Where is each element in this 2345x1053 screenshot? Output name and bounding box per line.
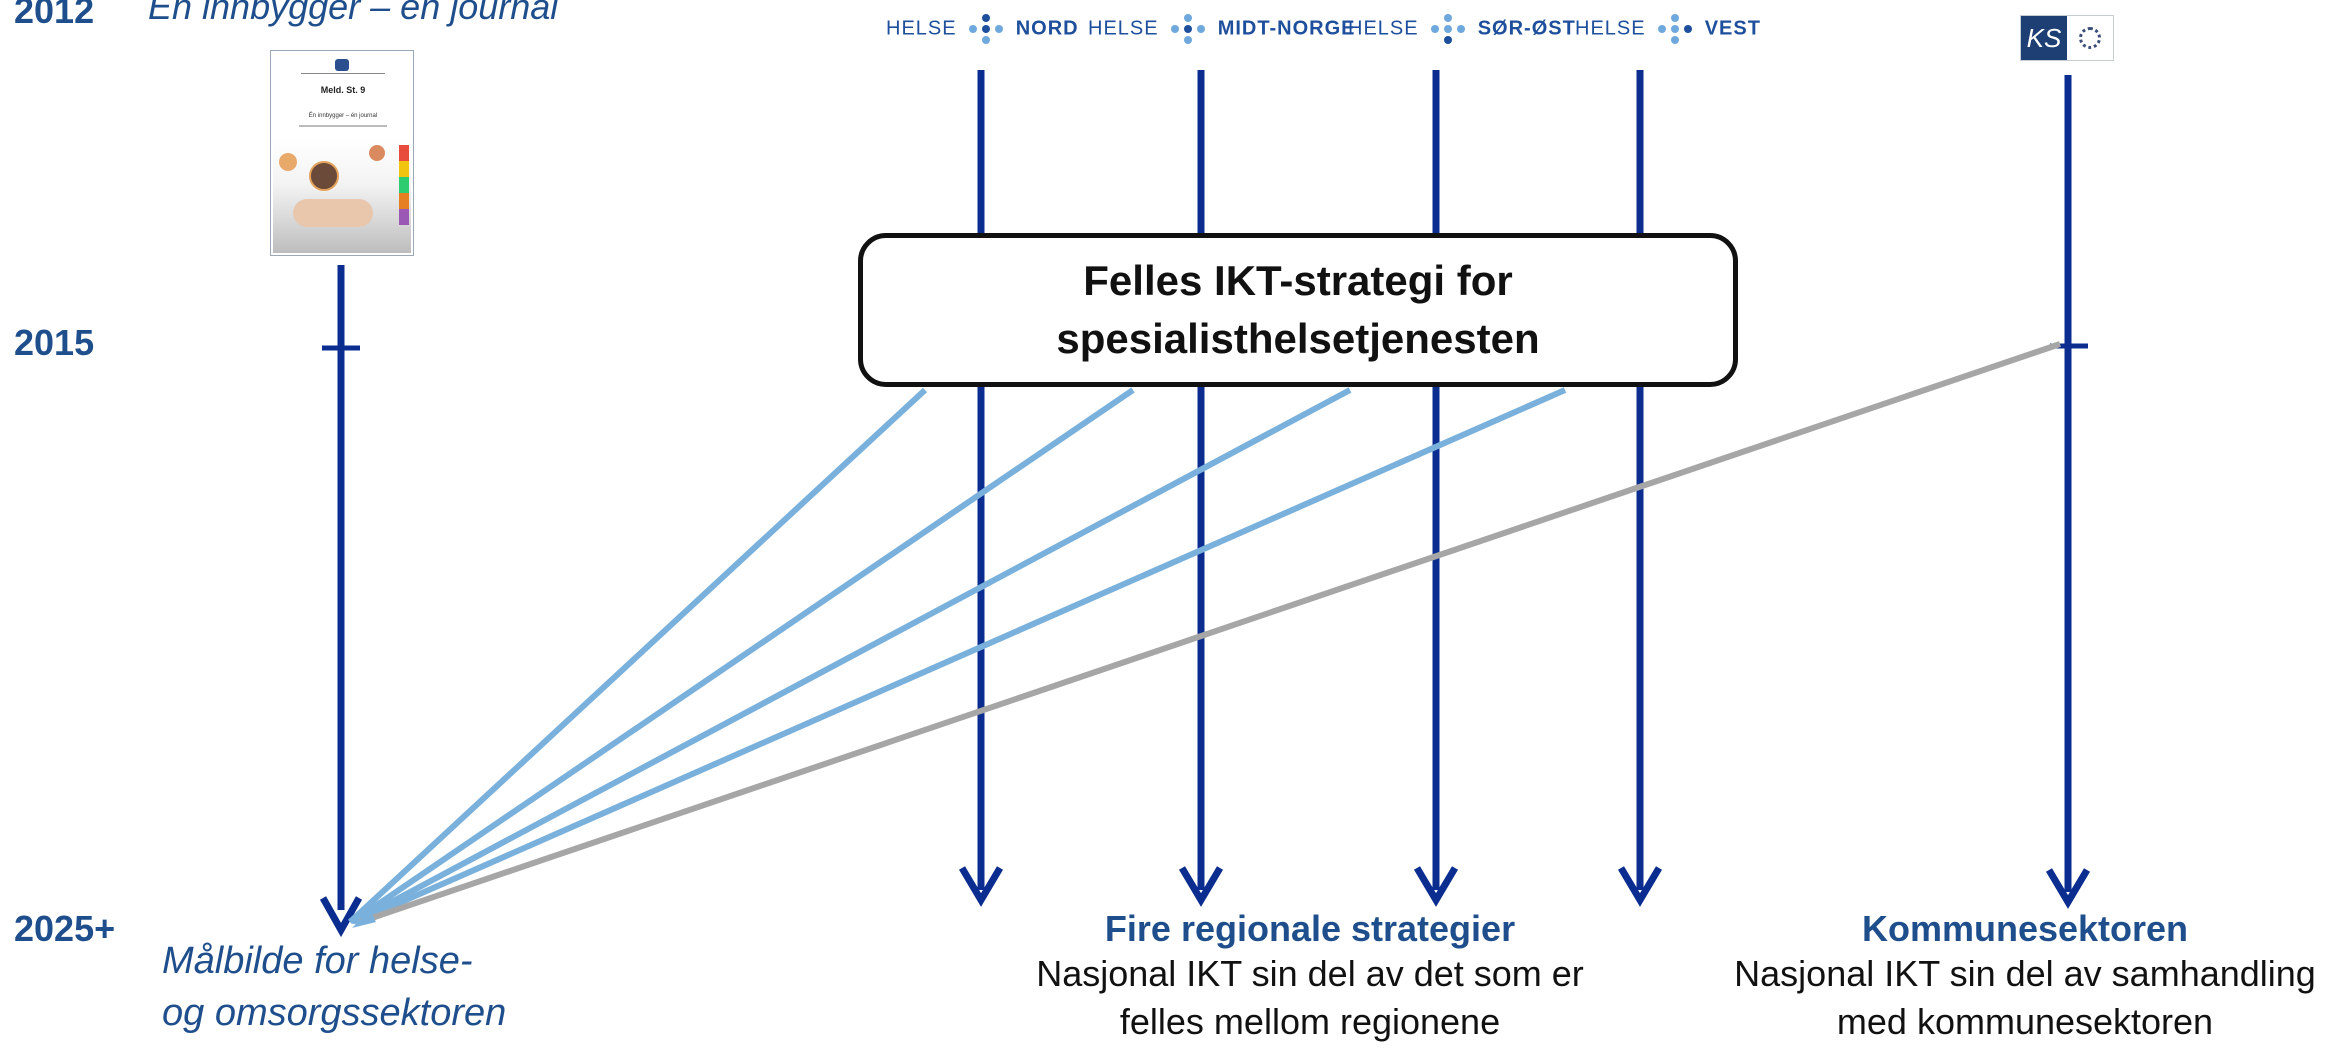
municipal-caption-line2: med kommunesektoren — [1836, 1001, 2214, 1042]
strategy-box-line1: Felles IKT-strategi for — [1083, 257, 1513, 304]
logo-helse-nord-prefix: HELSE — [886, 17, 957, 40]
document-arrowhead — [319, 896, 363, 938]
ks-arrowhead — [2045, 868, 2091, 909]
regional-caption-line1: Nasjonal IKT sin del av det som er — [1036, 953, 1584, 994]
diagonal-nord — [347, 387, 928, 925]
strategy-box-line2: spesialisthelsetjenesten — [1056, 315, 1540, 362]
document-circle-left — [279, 153, 297, 171]
document-crest-icon — [335, 59, 349, 71]
helse-dots-icon — [1171, 14, 1206, 44]
document-cover-image: Meld. St. 9 Én innbygger – én journal — [270, 50, 414, 256]
logo-helse-vest-prefix: HELSE — [1575, 17, 1646, 40]
document-tabs — [399, 145, 409, 225]
diagonal-sorost — [352, 387, 1352, 925]
diagonal-midt — [350, 387, 1135, 925]
logo-helse-midt-norge: HELSE MIDT-NORGE — [1088, 14, 1356, 44]
year-2025: 2025+ — [14, 908, 116, 949]
top-left-title: Én innbygger – én journal — [148, 0, 559, 27]
year-2012: 2012 — [14, 0, 95, 31]
document-circle-person — [309, 161, 339, 191]
logo-helse-midt-prefix: HELSE — [1088, 17, 1159, 40]
ks-ring-icon — [2067, 16, 2113, 60]
ks-logo-text: KS — [2021, 16, 2067, 60]
helse-dots-icon — [969, 14, 1004, 44]
logo-helse-midt-name: MIDT-NORGE — [1217, 17, 1356, 40]
helse-dots-icon — [1658, 14, 1693, 44]
logo-helse-nord: HELSE NORD — [886, 14, 1079, 44]
regional-caption-title: Fire regionale strategier — [1104, 908, 1516, 949]
municipal-caption: Kommunesektoren Nasjonal IKT sin del av … — [1710, 908, 2340, 1046]
regional-caption-line2: felles mellom regionene — [1119, 1001, 1501, 1042]
logo-helse-vest-name: VEST — [1704, 17, 1761, 40]
logo-helse-sorost-prefix: HELSE — [1348, 17, 1419, 40]
region-vest-arrowhead — [1617, 866, 1663, 907]
logo-helse-nord-name: NORD — [1015, 17, 1079, 40]
logo-helse-sorost-name: SØR-ØST — [1477, 17, 1576, 40]
diagonal-vest — [354, 387, 1567, 925]
document-photo — [273, 139, 411, 253]
municipal-caption-line1: Nasjonal IKT sin del av samhandling — [1734, 953, 2316, 994]
diagonal-ks — [359, 341, 2061, 925]
document-text-line — [299, 125, 387, 127]
document-hand — [293, 199, 373, 227]
document-header-rule — [301, 73, 385, 74]
region-nord-arrowhead — [958, 866, 1004, 907]
document-circle-right — [369, 145, 385, 161]
logo-helse-vest: HELSE VEST — [1575, 14, 1761, 44]
target-caption-line1: Målbilde for helse- — [162, 940, 473, 982]
target-arrowhead-light — [352, 910, 376, 928]
region-midt-arrowhead — [1178, 866, 1224, 907]
strategy-box: Felles IKT-strategi for spesialisthelset… — [858, 233, 1738, 387]
ks-logo: KS — [2020, 15, 2114, 61]
document-subtitle: Én innbygger – én journal — [308, 113, 378, 119]
target-caption-line2: og omsorgssektoren — [162, 992, 507, 1034]
helse-dots-icon — [1431, 14, 1466, 44]
municipal-caption-title: Kommunesektoren — [1861, 908, 2189, 949]
regional-caption: Fire regionale strategier Nasjonal IKT s… — [960, 908, 1660, 1046]
logo-helse-sor-ost: HELSE SØR-ØST — [1348, 14, 1576, 44]
document-title: Meld. St. 9 — [320, 85, 366, 95]
region-sorost-arrowhead — [1413, 866, 1459, 907]
year-2015: 2015 — [14, 322, 95, 363]
